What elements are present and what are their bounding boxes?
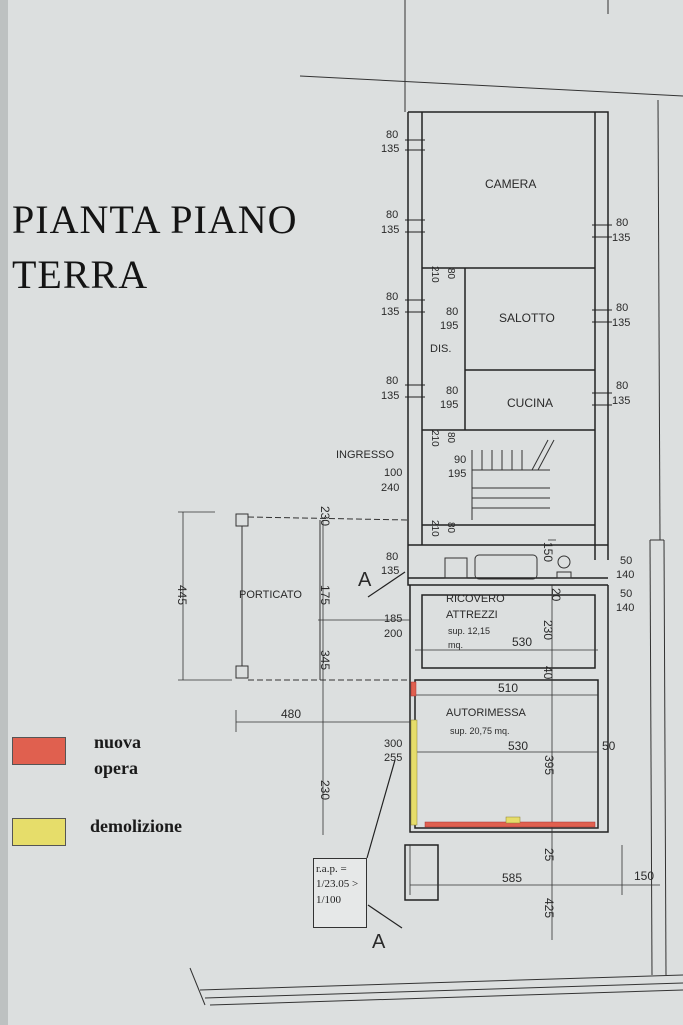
dim-50: 50 bbox=[602, 739, 616, 753]
room-label-dis: DIS. bbox=[430, 343, 451, 355]
door-2-w: 80 bbox=[445, 432, 456, 444]
opening-6-w: 80 bbox=[616, 302, 628, 314]
left-openings: 80 135 80 135 80 135 80 135 100 240 80 1… bbox=[381, 129, 402, 764]
door-3-h: 210 bbox=[429, 520, 440, 537]
door-2-h: 210 bbox=[429, 430, 440, 447]
room-label-camera: CAMERA bbox=[485, 177, 536, 191]
right-openings: 80 135 80 135 80 135 50 140 50 140 bbox=[612, 217, 634, 614]
legend-label-demolizione: demolizione bbox=[90, 816, 182, 836]
opening-10-h: 195 bbox=[448, 468, 466, 480]
opening-5-w: 80 bbox=[616, 217, 628, 229]
opening-13-h: 140 bbox=[616, 569, 634, 581]
scale-box-line2: 1/23.05 > bbox=[316, 878, 359, 891]
dim-395: 395 bbox=[542, 755, 556, 775]
staircase bbox=[471, 439, 555, 520]
opening-15-h: 200 bbox=[384, 628, 402, 640]
dim-230a: 230 bbox=[318, 506, 332, 526]
opening-7-w: 80 bbox=[616, 380, 628, 392]
opening-16-h: 255 bbox=[384, 752, 402, 764]
dim-510: 510 bbox=[498, 681, 518, 695]
legend-label-nuova-line1: nuova bbox=[94, 732, 142, 752]
dim-40: 40 bbox=[541, 666, 555, 680]
opening-8-h: 195 bbox=[440, 320, 458, 332]
inner-openings: 80 195 80 195 90 195 80 210 80 210 80 21… bbox=[429, 266, 466, 537]
opening-10-w: 90 bbox=[454, 454, 466, 466]
scale-box-line1: r.a.p. = bbox=[316, 863, 347, 875]
dim-530b: 530 bbox=[508, 739, 528, 753]
nuova-opera-marks bbox=[410, 681, 596, 828]
room-area-autorimessa: sup. 20,75 mq. bbox=[450, 726, 510, 736]
dim-150a: 150 bbox=[541, 542, 555, 562]
room-label-ricovero-1: RICOVERO bbox=[446, 593, 505, 605]
opening-9-h: 195 bbox=[440, 399, 458, 411]
door-3-w: 80 bbox=[445, 522, 456, 534]
dimension-labels: 445 480 230 175 345 230 530 230 40 20 15… bbox=[175, 506, 654, 918]
opening-13-w: 50 bbox=[620, 555, 632, 567]
door-1-w: 80 bbox=[445, 268, 456, 280]
dim-445: 445 bbox=[175, 585, 189, 605]
demolizione-marks bbox=[410, 719, 521, 826]
dim-150b: 150 bbox=[634, 869, 654, 883]
opening-2-h: 135 bbox=[381, 224, 399, 236]
scale-box: r.a.p. = 1/23.05 > 1/100 bbox=[313, 858, 367, 928]
opening-14-w: 50 bbox=[620, 588, 632, 600]
site-boundaries bbox=[189, 0, 683, 1006]
dim-345: 345 bbox=[318, 650, 332, 670]
porticato-outline bbox=[235, 513, 410, 681]
room-label-ingresso: INGRESSO bbox=[336, 449, 395, 461]
room-area-ricovero-2: mq. bbox=[448, 640, 463, 650]
legend-swatch-nuova-opera bbox=[12, 737, 66, 765]
dimension-lines bbox=[178, 511, 660, 940]
plan-title-line1: PIANTA PIANO bbox=[12, 197, 298, 242]
plan-title-line2: TERRA bbox=[12, 252, 149, 297]
room-label-salotto: SALOTTO bbox=[499, 311, 555, 325]
opening-9-w: 80 bbox=[446, 385, 458, 397]
legend-swatch-demolizione bbox=[12, 818, 66, 846]
legend-label-nuova-line2: opera bbox=[94, 758, 138, 778]
dim-585: 585 bbox=[502, 871, 522, 885]
opening-8-w: 80 bbox=[446, 306, 458, 318]
room-label-porticato: PORTICATO bbox=[239, 589, 302, 601]
dim-425: 425 bbox=[542, 898, 556, 918]
opening-14-h: 140 bbox=[616, 602, 634, 614]
opening-1-h: 135 bbox=[381, 143, 399, 155]
opening-3-w: 80 bbox=[386, 291, 398, 303]
section-mark-top: A bbox=[358, 569, 372, 591]
scale-box-line3: 1/100 bbox=[316, 893, 342, 906]
opening-1-w: 80 bbox=[386, 129, 398, 141]
dim-530a: 530 bbox=[512, 635, 532, 649]
section-markers bbox=[366, 571, 406, 929]
opening-11-w: 100 bbox=[384, 467, 402, 479]
opening-3-h: 135 bbox=[381, 306, 399, 318]
dim-25: 25 bbox=[542, 848, 556, 862]
opening-15-w: 185 bbox=[384, 613, 402, 625]
dim-230c: 230 bbox=[541, 620, 555, 640]
opening-12-w: 80 bbox=[386, 551, 398, 563]
binding-shadow bbox=[0, 0, 8, 1025]
opening-5-h: 135 bbox=[612, 232, 630, 244]
house-walls bbox=[404, 111, 609, 901]
opening-16-w: 300 bbox=[384, 738, 402, 750]
room-label-autorimessa: AUTORIMESSA bbox=[446, 707, 527, 719]
dim-480: 480 bbox=[281, 707, 301, 721]
opening-4-h: 135 bbox=[381, 390, 399, 402]
dim-230b: 230 bbox=[318, 780, 332, 800]
section-mark-bottom: A bbox=[372, 931, 386, 953]
opening-7-h: 135 bbox=[612, 395, 630, 407]
opening-11-h: 240 bbox=[381, 482, 399, 494]
opening-2-w: 80 bbox=[386, 209, 398, 221]
room-label-cucina: CUCINA bbox=[507, 396, 553, 410]
room-area-ricovero-1: sup. 12,15 bbox=[448, 626, 490, 636]
dim-20: 20 bbox=[549, 588, 563, 602]
window-jambs bbox=[405, 139, 612, 406]
door-1-h: 210 bbox=[429, 266, 440, 283]
bath-fixtures bbox=[444, 554, 572, 580]
opening-6-h: 135 bbox=[612, 317, 630, 329]
room-label-ricovero-2: ATTREZZI bbox=[446, 609, 498, 621]
opening-12-h: 135 bbox=[381, 565, 399, 577]
dim-175: 175 bbox=[318, 585, 332, 605]
opening-4-w: 80 bbox=[386, 375, 398, 387]
